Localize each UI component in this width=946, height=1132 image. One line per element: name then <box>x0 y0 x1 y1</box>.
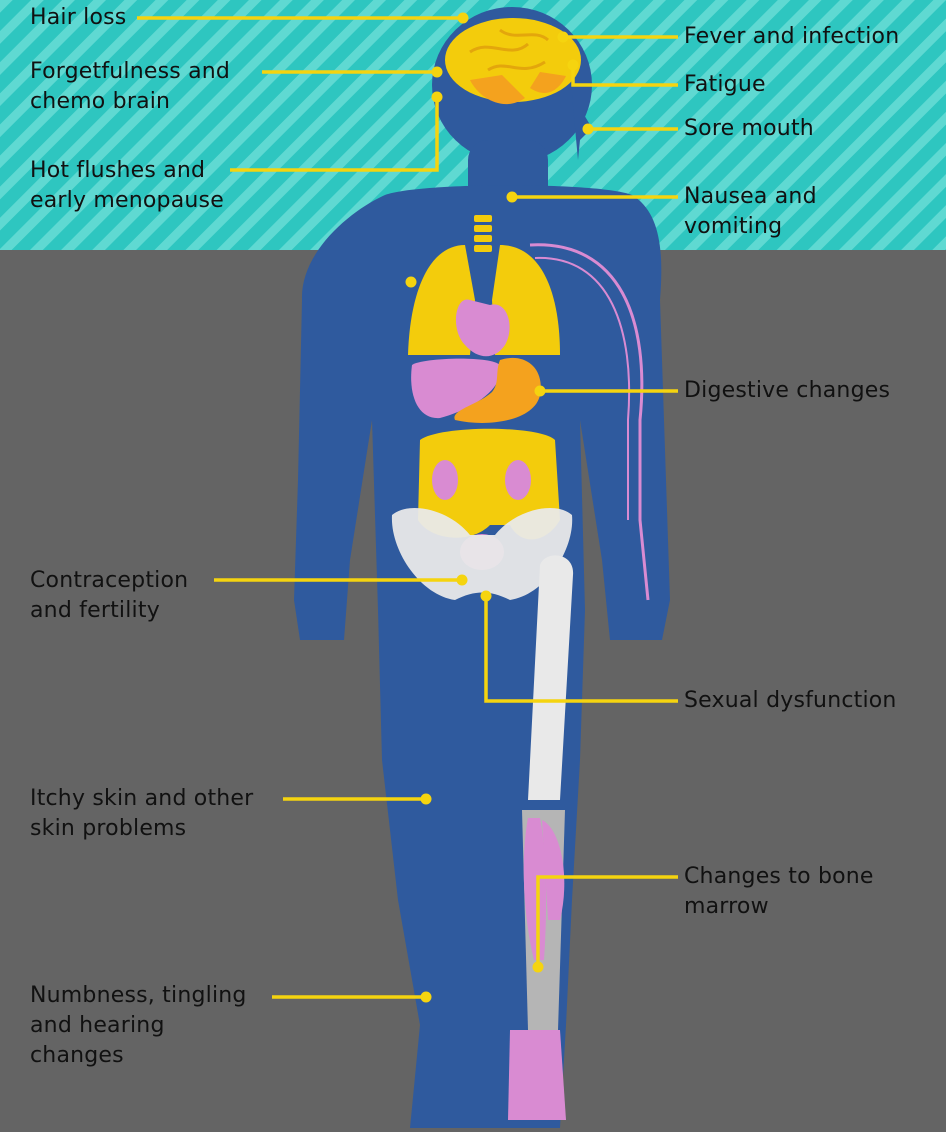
label-forgetfulness-line1: Forgetfulness and <box>30 57 230 87</box>
label-numbness-line2: and hearing <box>30 1011 247 1041</box>
dot-fatigue <box>568 60 579 71</box>
label-numbness: Numbness, tingling and hearing changes <box>30 981 247 1071</box>
label-contraception-line2: and fertility <box>30 596 188 626</box>
label-nausea-line1: Nausea and <box>684 182 817 212</box>
label-digestive: Digestive changes <box>684 376 890 406</box>
label-bone-marrow: Changes to bone marrow <box>684 862 874 922</box>
label-fatigue: Fatigue <box>684 70 766 100</box>
label-hot-flushes-line1: Hot flushes and <box>30 156 224 186</box>
dot-numbness <box>421 992 432 1003</box>
label-bone-marrow-line2: marrow <box>684 892 874 922</box>
label-contraception: Contraception and fertility <box>30 566 188 626</box>
dot-sore-mouth <box>583 124 594 135</box>
label-bone-marrow-line1: Changes to bone <box>684 862 874 892</box>
label-numbness-line3: changes <box>30 1041 247 1071</box>
label-hot-flushes-line2: early menopause <box>30 186 224 216</box>
label-nausea: Nausea and vomiting <box>684 182 817 242</box>
label-itchy-line1: Itchy skin and other <box>30 784 253 814</box>
label-hot-flushes: Hot flushes and early menopause <box>30 156 224 216</box>
label-fatigue-text: Fatigue <box>684 70 766 100</box>
dot-forgetfulness <box>432 67 443 78</box>
label-forgetfulness: Forgetfulness and chemo brain <box>30 57 230 117</box>
label-sore-mouth-text: Sore mouth <box>684 114 814 144</box>
dot-lungs <box>406 277 417 288</box>
dot-nausea <box>507 192 518 203</box>
label-itchy-line2: skin problems <box>30 814 253 844</box>
label-itchy: Itchy skin and other skin problems <box>30 784 253 844</box>
label-hair-loss: Hair loss <box>30 3 126 33</box>
label-sexual-text: Sexual dysfunction <box>684 686 897 716</box>
label-sore-mouth: Sore mouth <box>684 114 814 144</box>
dot-digestive <box>535 386 546 397</box>
label-contraception-line1: Contraception <box>30 566 188 596</box>
dot-hot-flushes <box>432 92 443 103</box>
label-forgetfulness-line2: chemo brain <box>30 87 230 117</box>
label-digestive-text: Digestive changes <box>684 376 890 406</box>
dot-bone-marrow <box>533 962 544 973</box>
dot-fever <box>558 32 569 43</box>
label-sexual: Sexual dysfunction <box>684 686 897 716</box>
dot-hair-loss <box>458 13 469 24</box>
label-fever-text: Fever and infection <box>684 22 899 52</box>
dot-contraception <box>457 575 468 586</box>
label-numbness-line1: Numbness, tingling <box>30 981 247 1011</box>
label-nausea-line2: vomiting <box>684 212 817 242</box>
label-fever: Fever and infection <box>684 22 899 52</box>
label-hair-loss-text: Hair loss <box>30 3 126 33</box>
dot-sexual <box>481 591 492 602</box>
dot-itchy <box>421 794 432 805</box>
